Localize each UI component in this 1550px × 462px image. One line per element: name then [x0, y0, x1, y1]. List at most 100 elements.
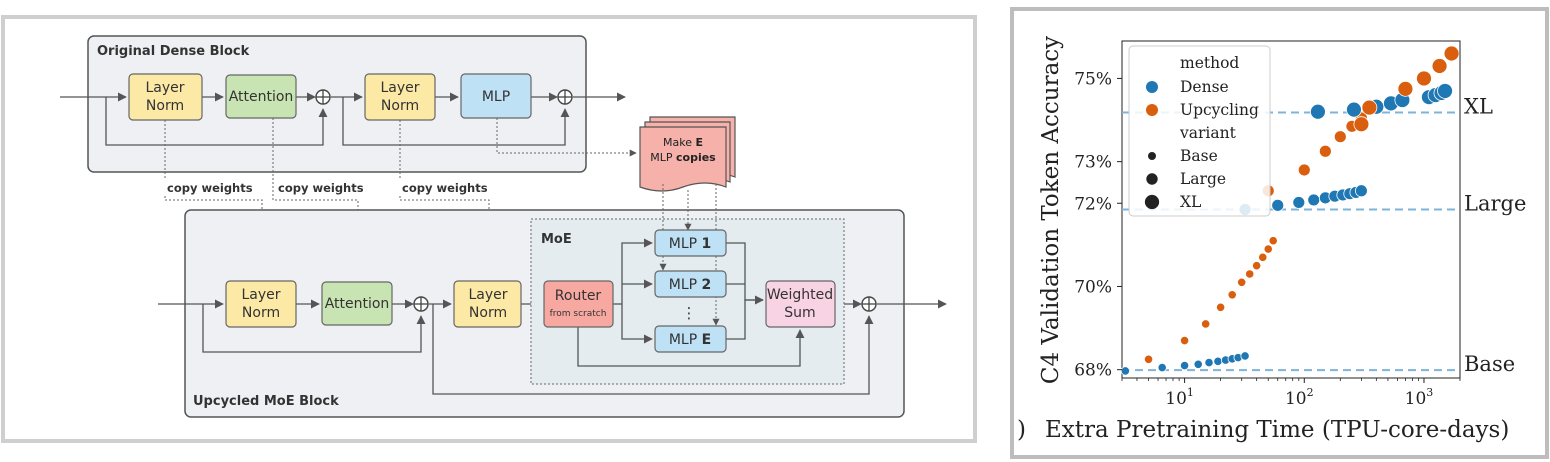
legend-box [1128, 45, 1271, 217]
x-tick-label-0: 101 [1165, 386, 1194, 409]
y-tick-label-0: 68% [1074, 361, 1112, 381]
dense-layer-norm-1-line1: Layer [145, 80, 184, 96]
expert-mlp-e [654, 325, 727, 353]
dense-block-title: Original Dense Block [97, 44, 250, 59]
y-tick-label-4: 75% [1074, 69, 1112, 89]
baseline-label-base: Base [1464, 352, 1515, 376]
point-upcycling-base-2 [1201, 319, 1211, 329]
dense-block: Original Dense Block Layer Norm Attentio… [60, 35, 626, 173]
point-dense-base-5 [1213, 356, 1223, 366]
point-upcycling-base-1 [1179, 335, 1190, 346]
copy-weights-label-1: copy weights [167, 181, 253, 195]
point-upcycling-xl-3 [1416, 70, 1432, 87]
moe-layer-norm-1 [225, 280, 297, 328]
legend-label-xl: XL [1180, 193, 1201, 211]
expert-mlp-1 [654, 229, 727, 257]
dense-mlp-label: MLP [482, 89, 510, 105]
copies-line1: Make E [663, 136, 703, 149]
router-box [543, 280, 614, 328]
dense-layer-norm-2-line1: Layer [380, 80, 419, 96]
moe-layer-norm-2 [453, 280, 522, 328]
point-dense-base-3 [1193, 359, 1203, 369]
point-upcycling-large-1 [1297, 163, 1311, 177]
weighted-sum-line1: Weighted [767, 287, 833, 303]
legend-variant-title: variant [1179, 124, 1237, 142]
copies-line2: MLP copies [650, 151, 716, 164]
dense-attention [225, 74, 297, 119]
copy-weights-links: copy weights copy weights copy weights [164, 118, 493, 279]
dense-layer-norm-1-line2: Norm [146, 98, 184, 114]
weighted-sum-box [765, 280, 836, 328]
legend-label-large: Large [1180, 170, 1226, 188]
expert-mlp-1-label: MLP 1 [669, 236, 712, 252]
y-tick-label-2: 72% [1074, 194, 1112, 214]
point-dense-base-4 [1204, 358, 1214, 368]
point-dense-large-3 [1307, 193, 1321, 207]
baseline-label-xl: XL [1464, 95, 1493, 119]
point-dense-large-2 [1292, 196, 1306, 209]
legend-label-upcycling: Upcycling [1180, 101, 1259, 119]
point-dense-base-9 [1240, 351, 1250, 361]
point-upcycling-large-2 [1318, 144, 1332, 158]
copy-weights-label-3: copy weights [402, 181, 488, 195]
legend-marker-xl [1144, 194, 1160, 210]
dense-mlp [460, 73, 532, 119]
x-tick-label-2: 103 [1405, 386, 1434, 409]
point-upcycling-base-4 [1227, 290, 1237, 300]
point-dense-xl-0 [1310, 103, 1326, 120]
router-title: Router [555, 288, 602, 304]
point-upcycling-base-10 [1268, 236, 1278, 246]
legend-marker-large [1146, 173, 1158, 185]
dense-layer-norm-2-line2: Norm [381, 98, 419, 114]
point-dense-base-0 [1120, 366, 1130, 376]
point-upcycling-base-7 [1252, 261, 1262, 271]
moe-block-title: Upcycled MoE Block [193, 394, 339, 409]
point-upcycling-base-8 [1258, 252, 1268, 262]
baseline-label-large: Large [1464, 192, 1526, 216]
mlp-copies-doc: Make E MLP copies [639, 116, 736, 192]
y-tick-label-3: 73% [1074, 153, 1112, 173]
moe-layer-norm-1-line2: Norm [242, 305, 280, 321]
experts-ellipsis: ⋮ [682, 304, 697, 322]
point-upcycling-base-3 [1216, 302, 1226, 312]
weighted-sum-line2: Sum [784, 305, 815, 321]
point-dense-large-9 [1354, 184, 1368, 198]
router-subtitle: from scratch [550, 309, 607, 319]
point-upcycling-xl-0 [1353, 116, 1370, 133]
point-upcycling-xl-4 [1431, 58, 1448, 74]
legend-label-dense: Dense [1180, 78, 1229, 96]
legend-method-title: method [1180, 54, 1239, 72]
legend-label-base: Base [1180, 147, 1218, 165]
point-dense-xl-8 [1437, 83, 1453, 99]
point-upcycling-xl-1 [1361, 99, 1378, 116]
point-upcycling-base-5 [1237, 277, 1247, 287]
chart-xlabel-prefix: ) [1017, 417, 1026, 443]
moe-block: Upcycled MoE Block MoE Layer Norm [158, 184, 947, 418]
point-dense-large-1 [1271, 198, 1285, 212]
point-upcycling-base-9 [1263, 244, 1273, 254]
expert-mlp-2-label: MLP 2 [669, 277, 712, 293]
moe-layer-norm-2-line2: Norm [469, 305, 507, 321]
point-upcycling-base-6 [1245, 269, 1255, 279]
moe-layer-norm-2-line1: Layer [468, 287, 507, 303]
expert-mlp-e-label: MLP E [669, 332, 711, 348]
x-tick-label-1: 102 [1285, 386, 1314, 409]
moe-layer-norm-1-line1: Layer [241, 287, 280, 303]
point-dense-base-1 [1157, 362, 1167, 373]
chart-xlabel: Extra Pretraining Time (TPU-core-days) [1045, 417, 1509, 443]
point-upcycling-xl-5 [1443, 45, 1460, 62]
expert-mlp-2 [654, 270, 727, 298]
legend-marker-base [1148, 152, 1156, 160]
point-dense-xl-1 [1346, 101, 1362, 118]
moe-region-title: MoE [541, 232, 572, 247]
point-upcycling-large-3 [1333, 130, 1347, 144]
copy-weights-label-2: copy weights [278, 181, 364, 195]
point-upcycling-base-0 [1143, 354, 1154, 364]
dense-block-container [87, 35, 587, 173]
point-upcycling-xl-2 [1397, 80, 1414, 97]
dense-attention-label: Attention [229, 89, 294, 105]
moe-attention [321, 281, 393, 326]
legend-marker-dense [1146, 81, 1158, 93]
chart-ylabel: C4 Validation Token Accuracy [1038, 36, 1064, 384]
